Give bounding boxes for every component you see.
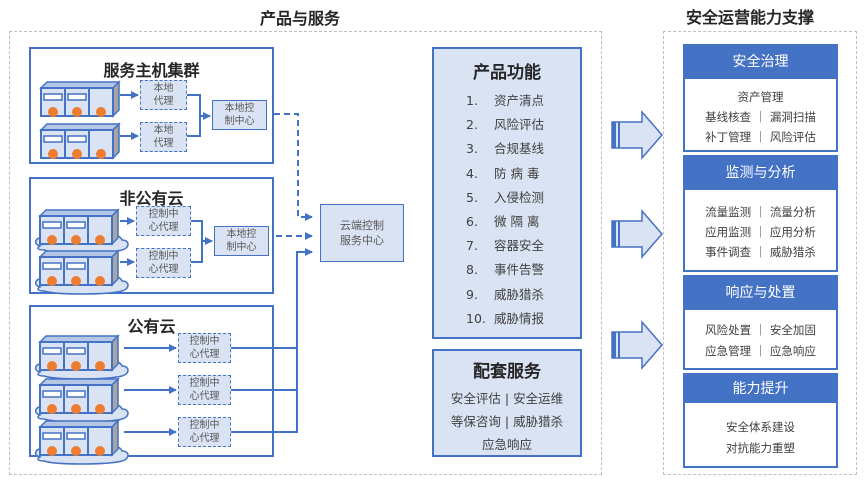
feature-number: 7.	[466, 238, 478, 254]
features-list: 1. 资产清点 2. 风险评估 3. 合规基线 4. 防 病 毒 5. 入侵检测 6. 微 隔 离 7.…	[434, 89, 580, 331]
capability-line: 应用监测 ｜ 应用分析	[705, 225, 816, 239]
feature-number: 9.	[466, 286, 478, 302]
capability-line: 资产管理	[737, 90, 784, 104]
feature-label: 容器安全	[494, 238, 545, 254]
capability-card-response: 响应与处置 风险处置 ｜ 安全加固 应急管理 ｜ 应急响应	[683, 275, 838, 370]
feature-number: 6.	[466, 214, 478, 230]
feature-number: 10.	[466, 310, 486, 326]
capability-title: 能力提升	[685, 375, 836, 403]
service-line: 等保咨询 | 威胁猎杀	[450, 414, 564, 429]
cloud-server-icon	[34, 420, 129, 465]
capability-line: 补丁管理 ｜ 风险评估	[705, 130, 816, 144]
feature-number: 4.	[466, 165, 478, 181]
feature-item: 2. 风险评估	[466, 113, 580, 137]
capability-line: 基线核查 ｜ 漏洞扫描	[705, 110, 816, 124]
control-agent-node: 控制中 心代理	[136, 248, 191, 278]
local-controller-node: 本地控 制中心	[214, 226, 269, 256]
feature-item: 4. 防 病 毒	[466, 162, 580, 186]
capability-card-governance: 安全治理 资产管理 基线核查 ｜ 漏洞扫描 补丁管理 ｜ 风险评估	[683, 44, 838, 152]
flow-arrow-icon	[611, 208, 663, 260]
products-frame	[9, 31, 602, 475]
service-line: 安全评估 | 安全运维	[450, 391, 564, 406]
feature-item: 1. 资产清点	[466, 89, 580, 113]
capability-line: 安全体系建设	[726, 420, 795, 434]
capability-title: 安全治理	[685, 46, 836, 79]
control-agent-node: 控制中 心代理	[136, 206, 191, 236]
control-agent-node: 控制中 心代理	[178, 375, 231, 405]
service-line: 应急响应	[481, 437, 532, 452]
local-controller-node: 本地控 制中心	[212, 100, 267, 130]
support-frame	[663, 31, 857, 475]
feature-item: 7. 容器安全	[466, 234, 580, 258]
control-agent-node: 控制中 心代理	[178, 333, 231, 363]
feature-label: 微 隔 离	[494, 214, 540, 230]
support-section-title: 安全运营能力支撑	[685, 8, 814, 27]
capability-title: 响应与处置	[685, 277, 836, 310]
feature-item: 9. 威胁猎杀	[466, 283, 580, 307]
feature-label: 风险评估	[494, 117, 545, 133]
cloud-server-icon	[34, 335, 129, 380]
flow-arrow-icon	[611, 319, 663, 371]
feature-number: 1.	[466, 93, 478, 108]
flow-arrow-icon	[611, 109, 663, 161]
feature-label: 事件告警	[494, 262, 545, 278]
products-section-title: 产品与服务	[259, 9, 340, 28]
feature-label: 威胁情报	[494, 310, 545, 326]
feature-label: 防 病 毒	[494, 165, 540, 181]
cloud-control-center-node: 云端控制 服务中心	[320, 204, 404, 262]
capability-line: 流量监测 ｜ 流量分析	[705, 205, 816, 219]
feature-item: 10. 威胁情报	[466, 307, 580, 331]
control-agent-node: 控制中 心代理	[178, 417, 231, 447]
server-rack-icon	[40, 81, 120, 118]
capability-line: 应急管理 ｜ 应急响应	[705, 344, 816, 358]
feature-label: 合规基线	[494, 141, 545, 157]
local-agent-node: 本地 代理	[140, 80, 187, 110]
capability-title: 监测与分析	[685, 157, 836, 190]
group-title: 服务主机集群	[103, 61, 200, 80]
capability-line: 风险处置 ｜ 安全加固	[705, 323, 816, 337]
services-panel: 配套服务 安全评估 | 安全运维 等保咨询 | 威胁猎杀 应急响应	[432, 349, 582, 457]
capability-card-improvement: 能力提升 安全体系建设 对抗能力重塑	[683, 373, 838, 468]
feature-number: 8.	[466, 262, 478, 278]
feature-number: 3.	[466, 141, 478, 157]
group-title: 公有云	[127, 317, 176, 336]
capability-line: 事件调查 ｜ 威胁猎杀	[705, 245, 816, 259]
feature-number: 5.	[466, 189, 478, 205]
server-rack-icon	[40, 123, 120, 160]
local-agent-node: 本地 代理	[140, 122, 187, 152]
feature-item: 6. 微 隔 离	[466, 210, 580, 234]
features-panel: 产品功能 1. 资产清点 2. 风险评估 3. 合规基线 4. 防 病 毒 5. 入侵检测 6. 微 …	[432, 47, 582, 339]
feature-item: 5. 入侵检测	[466, 186, 580, 210]
feature-item: 8. 事件告警	[466, 258, 580, 282]
cloud-server-icon	[34, 209, 129, 254]
cloud-server-icon	[34, 250, 129, 295]
feature-item: 3. 合规基线	[466, 137, 580, 161]
feature-label: 入侵检测	[494, 189, 545, 205]
capability-line: 对抗能力重塑	[726, 441, 795, 455]
capability-card-monitoring: 监测与分析 流量监测 ｜ 流量分析 应用监测 ｜ 应用分析 事件调查 ｜ 威胁猎…	[683, 155, 838, 272]
cloud-server-icon	[34, 378, 129, 423]
feature-label: 资产清点	[494, 93, 545, 108]
group-title: 非公有云	[119, 189, 184, 208]
feature-label: 威胁猎杀	[494, 286, 545, 302]
feature-number: 2.	[466, 117, 478, 133]
features-title: 产品功能	[473, 63, 541, 83]
services-title: 配套服务	[473, 362, 541, 382]
